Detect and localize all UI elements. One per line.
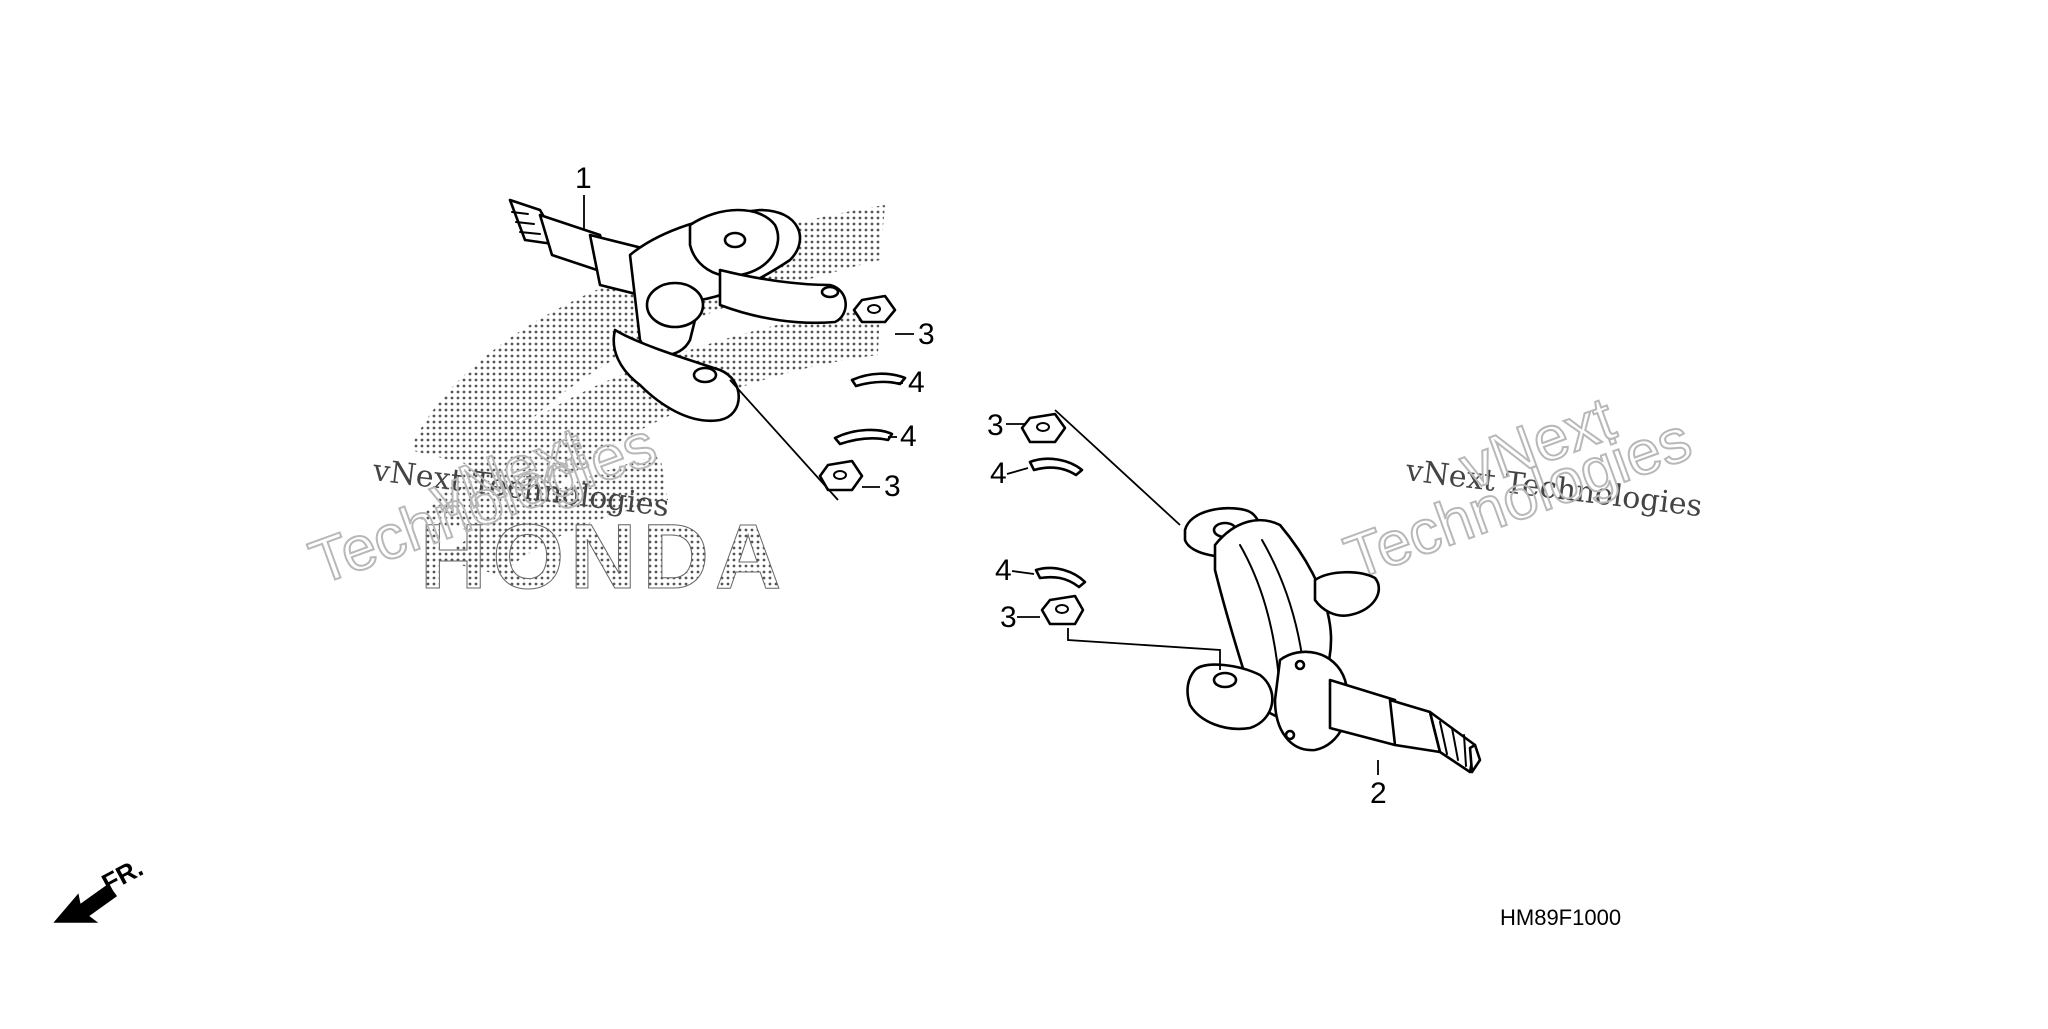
leader-kingpin-right-lower xyxy=(1067,628,1221,670)
cotter-pin-lower-right[interactable] xyxy=(1034,566,1087,589)
leader-kingpin-right-upper xyxy=(1054,409,1181,526)
leader-kingpin-left xyxy=(729,379,839,501)
castle-nut-lower-right[interactable] xyxy=(1040,594,1085,626)
callout-2: 2 xyxy=(1370,777,1387,810)
cotter-pin-upper-left[interactable] xyxy=(850,372,907,388)
diagram-code: HM89F1000 xyxy=(1500,905,1621,930)
watermark-right: vNext Technologies vNext Technologies xyxy=(1335,383,1704,594)
castle-nut-lower-left[interactable] xyxy=(818,459,864,492)
knuckle-left-part-1[interactable] xyxy=(508,198,847,423)
front-direction-arrow: FR. xyxy=(53,852,148,923)
knuckle-right-part-2[interactable] xyxy=(1183,506,1482,774)
callout-4: 4 xyxy=(900,420,917,453)
callout-4: 4 xyxy=(990,457,1007,490)
leader-4 xyxy=(1011,570,1035,575)
arrow-left-down-icon xyxy=(53,883,118,923)
callout-4: 4 xyxy=(908,366,925,399)
cotter-pin-upper-right[interactable] xyxy=(1028,457,1084,477)
cotter-pin-lower-left[interactable] xyxy=(833,428,894,446)
castle-nut-upper-left[interactable] xyxy=(852,294,897,324)
callout-1: 1 xyxy=(575,162,592,195)
callout-3: 3 xyxy=(918,318,935,351)
honda-wing-stripe-lower xyxy=(440,455,668,575)
callout-3: 3 xyxy=(987,409,1004,442)
honda-wing-stripe xyxy=(420,305,880,540)
honda-logo-text: HONDA xyxy=(420,506,787,608)
leader-4 xyxy=(1006,467,1029,475)
callout-3: 3 xyxy=(1000,601,1017,634)
callout-4: 4 xyxy=(995,554,1012,587)
castle-nut-upper-right[interactable] xyxy=(1020,412,1067,444)
callout-3: 3 xyxy=(884,470,901,503)
